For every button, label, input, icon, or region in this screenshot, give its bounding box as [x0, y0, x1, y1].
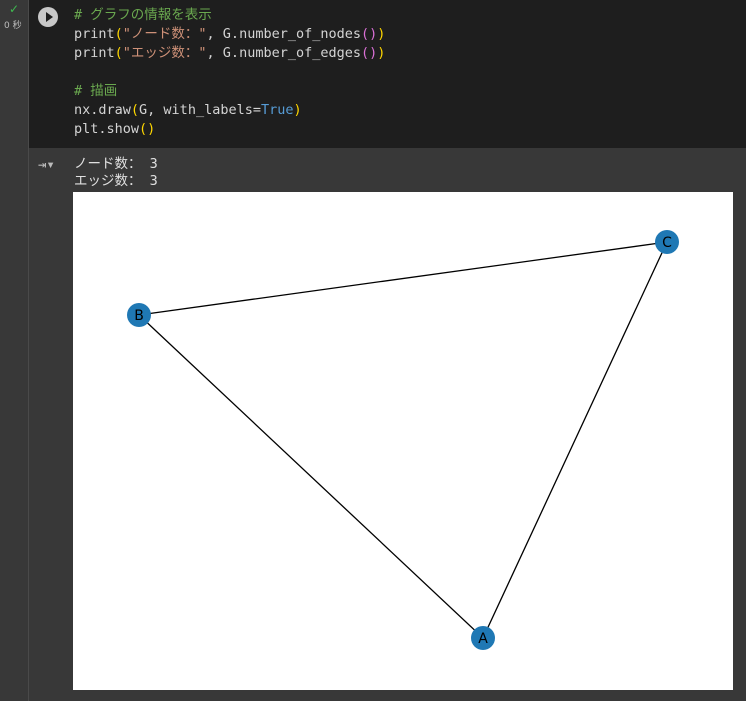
- run-cell-button[interactable]: [38, 7, 58, 27]
- output-line: エッジ数： 3: [74, 173, 158, 189]
- code-lines[interactable]: # グラフの情報を表示 print("ノード数：", G.number_of_n…: [74, 7, 386, 137]
- graph-svg: A B C: [127, 230, 679, 650]
- output-toggle-icon[interactable]: ⇥▾: [38, 157, 55, 173]
- node-label-C: C: [662, 235, 672, 251]
- code-call: number_of_nodes: [239, 26, 361, 42]
- code-text: , G.: [206, 26, 240, 42]
- code-call: plt.show: [74, 121, 140, 137]
- execution-time: 0 秒: [4, 21, 22, 31]
- code-call: number_of_edges: [239, 45, 361, 61]
- code-keyword: True: [260, 102, 294, 118]
- code-call: nx.draw: [74, 102, 131, 118]
- code-text: , G.: [206, 45, 240, 61]
- edge-A-B: [138, 314, 484, 639]
- node-label-B: B: [134, 308, 144, 324]
- code-fn: print: [74, 45, 115, 61]
- graph-plot: A B C: [73, 192, 733, 690]
- code-editor[interactable]: [29, 0, 746, 148]
- cell-gutter: ✓ 0 秒: [0, 0, 29, 701]
- output-line: ノード数： 3: [74, 156, 158, 172]
- node-B: [127, 303, 151, 327]
- node-A: [471, 626, 495, 650]
- output-text: ノード数： 3 エッジ数： 3: [74, 156, 158, 190]
- edge-C-A: [482, 241, 668, 639]
- code-text: G, with_labels=: [139, 102, 261, 118]
- code-comment: # グラフの情報を表示: [74, 7, 212, 23]
- success-check-icon: ✓: [9, 2, 20, 16]
- code-fn: print: [74, 26, 115, 42]
- code-string: "ノード数：": [122, 26, 207, 42]
- node-label-A: A: [478, 631, 488, 647]
- code-comment: # 描画: [74, 83, 118, 99]
- code-string: "エッジ数：": [122, 45, 207, 61]
- edge-B-C: [138, 241, 668, 316]
- node-C: [655, 230, 679, 254]
